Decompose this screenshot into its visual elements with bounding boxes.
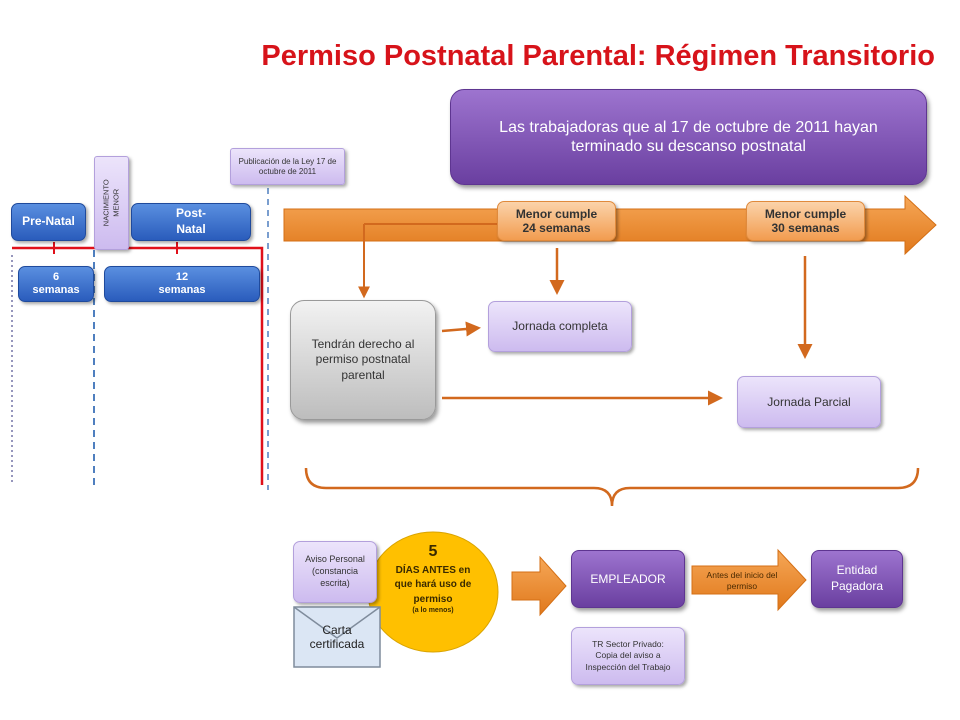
- connector-rights-to-completa: [441, 321, 481, 337]
- jornada-parcial-box: Jornada Parcial: [737, 376, 881, 428]
- entidad-box: Entidad Pagadora: [811, 550, 903, 608]
- carta-label: Carta certificada: [309, 623, 365, 651]
- pre-weeks-box: 6 semanas: [18, 266, 94, 302]
- antes-label: Antes del inicio del permiso: [706, 569, 778, 591]
- jornada-completa-box: Jornada completa: [488, 301, 632, 352]
- post-weeks-box: 12 semanas: [104, 266, 260, 302]
- curly-brace: [304, 467, 920, 507]
- arrow-to-empleador: [511, 555, 567, 617]
- rights-box: Tendrán derecho al permiso postnatal par…: [290, 300, 436, 420]
- aviso-box: Aviso Personal (constancia escrita): [293, 541, 377, 603]
- dias-antes-content: 5 DÍAS ANTES en que hará uso de permiso …: [390, 543, 476, 615]
- post-natal-box: Post-Natal: [131, 203, 251, 241]
- dias-note: (a lo menos): [412, 607, 454, 615]
- dias-number: 5: [428, 543, 438, 560]
- pre-natal-box: Pre-Natal: [11, 203, 86, 241]
- publicacion-box: Publicación de la Ley 17 de octubre de 2…: [230, 148, 345, 185]
- tr-sector-box: TR Sector Privado: Copia del aviso a Ins…: [571, 627, 685, 685]
- milestone-24-box: Menor cumple 24 semanas: [497, 201, 616, 241]
- dias-text: DÍAS ANTES en que hará uso de permiso: [394, 564, 472, 605]
- milestone-30-box: Menor cumple 30 semanas: [746, 201, 865, 241]
- nacimiento-box: NACIMIENTO MENOR: [94, 156, 129, 250]
- header-box: Las trabajadoras que al 17 de octubre de…: [450, 89, 927, 185]
- arrow-to-entidad: [691, 548, 807, 612]
- nacimiento-label: NACIMIENTO MENOR: [101, 179, 121, 227]
- envelope-flap: [293, 606, 381, 639]
- empleador-box: EMPLEADOR: [571, 550, 685, 608]
- page-title: Permiso Postnatal Parental: Régimen Tran…: [261, 40, 935, 72]
